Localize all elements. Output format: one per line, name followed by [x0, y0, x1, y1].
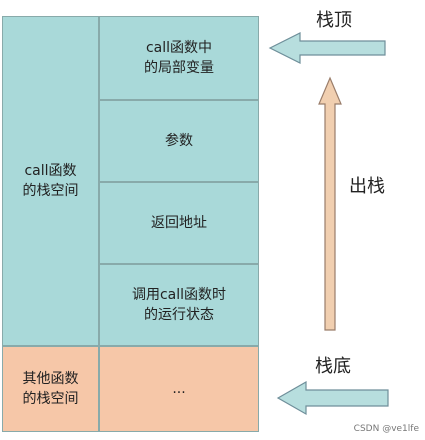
- stack-top-label: 栈顶: [316, 10, 352, 31]
- caller-state-cell: 调用call函数时 的运行状态: [99, 264, 259, 346]
- local-variables-cell: call函数中 的局部变量: [99, 16, 259, 100]
- other-frame-label: 其他函数 的栈空间: [22, 371, 79, 407]
- pop-label: 出栈: [349, 176, 385, 197]
- watermark: CSDN @ve1lfe: [353, 424, 419, 434]
- parameters-label: 参数: [165, 133, 193, 149]
- return-address-label: 返回地址: [151, 215, 207, 231]
- call-frame-label: call函数 的栈空间: [22, 163, 79, 199]
- return-address-cell: 返回地址: [99, 182, 259, 264]
- local-variables-label: call函数中 的局部变量: [144, 40, 214, 76]
- other-stack-label: ...: [172, 381, 186, 397]
- caller-state-label: 调用call函数时 的运行状态: [131, 287, 227, 323]
- other-frame-block: 其他函数 的栈空间: [2, 346, 99, 432]
- arrow-left-icon: [276, 380, 389, 416]
- arrow-left-icon: [268, 32, 386, 64]
- stack-bottom-label: 栈底: [315, 356, 351, 377]
- parameters-cell: 参数: [99, 100, 259, 182]
- arrow-up-icon: [318, 76, 342, 331]
- other-stack-cell: ...: [99, 346, 259, 432]
- call-frame-block: call函数 的栈空间: [2, 16, 99, 346]
